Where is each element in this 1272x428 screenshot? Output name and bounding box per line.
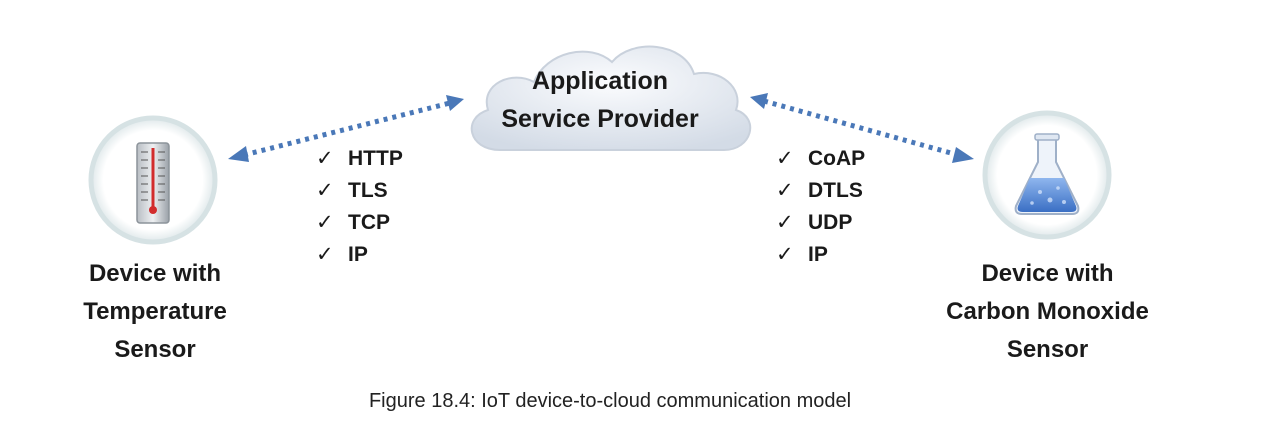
cloud-title: Application Service Provider [480, 62, 720, 138]
protocol-item: ✓TLS [316, 175, 403, 207]
right-device-label: Device with Carbon Monoxide Sensor [946, 260, 1149, 363]
arrow-right [750, 93, 974, 163]
right-protocol-list: ✓CoAP ✓DTLS ✓UDP ✓IP [776, 143, 865, 271]
check-icon: ✓ [316, 179, 334, 202]
check-icon: ✓ [316, 211, 334, 234]
protocol-item: ✓HTTP [316, 143, 403, 175]
protocol-item: ✓IP [776, 239, 865, 271]
left-protocol-list: ✓HTTP ✓TLS ✓TCP ✓IP [316, 143, 403, 271]
protocol-item: ✓UDP [776, 207, 865, 239]
figure-caption: Figure 18.4: IoT device-to-cloud communi… [368, 390, 852, 412]
protocol-item: ✓TCP [316, 207, 403, 239]
check-icon: ✓ [776, 211, 794, 234]
check-icon: ✓ [316, 243, 334, 266]
protocol-item: ✓IP [316, 239, 403, 271]
check-icon: ✓ [316, 147, 334, 170]
check-icon: ✓ [776, 179, 794, 202]
protocol-item: ✓CoAP [776, 143, 865, 175]
check-icon: ✓ [776, 147, 794, 170]
left-device-label: Device with Temperature Sensor [83, 260, 227, 363]
cloud-title-line1: Application [531, 67, 669, 95]
check-icon: ✓ [776, 243, 794, 266]
cloud-title-line2: Service Provider [501, 105, 699, 133]
thermometer-icon [88, 115, 218, 245]
cloud-shape [470, 45, 752, 151]
arrow-left [228, 95, 464, 162]
protocol-item: ✓DTLS [776, 175, 865, 207]
flask-icon [982, 110, 1112, 240]
